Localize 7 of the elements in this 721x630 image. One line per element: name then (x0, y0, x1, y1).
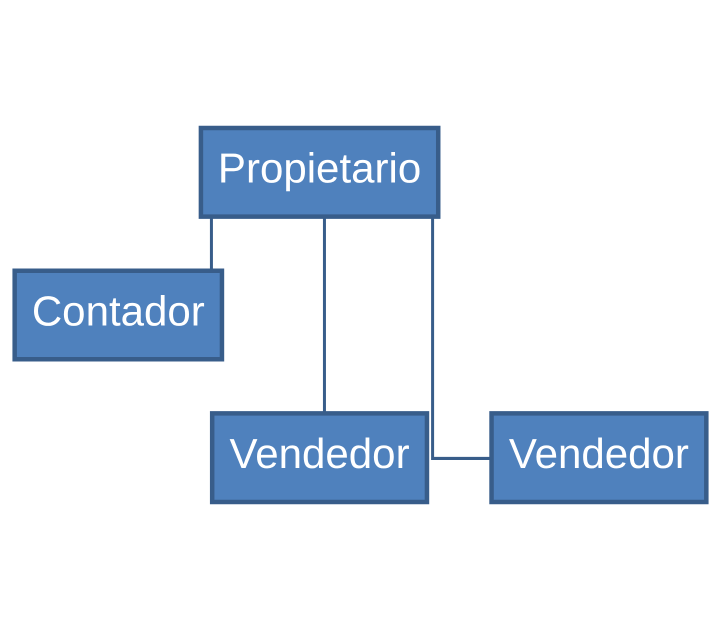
node-box: Propietario (198, 126, 440, 219)
node-box: Vendedor (210, 411, 430, 504)
connector (431, 217, 492, 460)
connector (322, 216, 326, 413)
connector (210, 216, 213, 271)
node-box: Vendedor (489, 411, 709, 504)
node-box: Contador (12, 268, 224, 362)
